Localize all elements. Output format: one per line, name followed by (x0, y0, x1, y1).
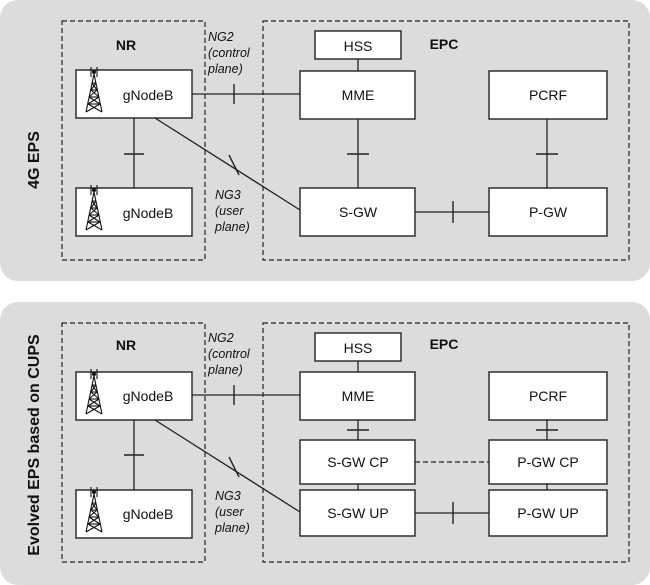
gnodeb-label: gNodeB (123, 506, 174, 522)
pgw-cp-label: P-GW CP (517, 454, 578, 470)
ng2-label: NG2 (control plane) (207, 331, 251, 377)
pgw-label: P-GW (529, 204, 568, 220)
mme-label: MME (342, 388, 375, 404)
gnodeb-bottom: gNodeB (75, 486, 193, 539)
sgw-label: S-GW (339, 204, 378, 220)
svg-text:plane): plane) (207, 363, 243, 377)
svg-text:plane): plane) (214, 220, 250, 234)
nr-region (61, 322, 206, 563)
svg-text:plane): plane) (214, 521, 250, 535)
pgw-box (488, 187, 608, 237)
panel-evolved-eps-cups: Evolved EPS based on CUPS NR EPC gNodeB (0, 302, 650, 585)
ng2-label: NG2 (control plane) (207, 30, 251, 76)
ng3-label: NG3 (user plane) (214, 489, 250, 535)
gnodeb-label: gNodeB (123, 388, 174, 404)
ng3-label: NG3 (user plane) (214, 188, 250, 234)
sgw-cp-label: S-GW CP (327, 454, 388, 470)
ng3-link (154, 419, 301, 513)
gnodeb-top: gNodeB (75, 66, 193, 119)
svg-text:(control: (control (208, 46, 251, 60)
svg-text:(user: (user (215, 204, 244, 218)
mme-label: MME (342, 87, 375, 103)
pcrf-label: PCRF (529, 388, 567, 404)
svg-text:NG3: NG3 (215, 188, 241, 202)
ng3-link (154, 117, 301, 211)
mme-box (299, 70, 416, 120)
epc-region (262, 322, 630, 563)
pgw-up-box (488, 489, 608, 537)
svg-text:plane): plane) (207, 62, 243, 76)
hss-label: HSS (344, 340, 373, 356)
epc-region (262, 20, 630, 261)
svg-text:(control: (control (208, 347, 251, 361)
epc-region-label: EPC (430, 36, 459, 52)
hss-box (314, 30, 402, 60)
gnodeb-label: gNodeB (123, 205, 174, 221)
hss-box (314, 332, 402, 362)
svg-text:NG2: NG2 (208, 30, 234, 44)
sgw-up-box (299, 489, 416, 537)
hss-label: HSS (344, 38, 373, 54)
nr-region-label: NR (116, 337, 136, 353)
pgw-cp-box (488, 439, 608, 485)
panel-4g-eps: 4G EPS NR EPC gNodeB gNodeB (0, 0, 650, 281)
sgw-up-label: S-GW UP (327, 505, 388, 521)
pgw-up-label: P-GW UP (517, 505, 578, 521)
svg-text:NG3: NG3 (215, 489, 241, 503)
nr-region-label: NR (116, 37, 136, 53)
svg-text:(user: (user (215, 505, 244, 519)
pcrf-label: PCRF (529, 87, 567, 103)
pcrf-box (488, 371, 608, 421)
gnodeb-label: gNodeB (123, 87, 174, 103)
panel-side-label: 4G EPS (26, 131, 43, 189)
panel-side-label: Evolved EPS based on CUPS (26, 334, 43, 556)
mme-box (299, 371, 416, 421)
pcrf-box (488, 70, 608, 120)
epc-region-label: EPC (430, 336, 459, 352)
nr-region (61, 20, 206, 261)
sgw-cp-box (299, 439, 416, 485)
gnodeb-bottom: gNodeB (75, 184, 193, 237)
sgw-box (299, 187, 416, 237)
svg-text:NG2: NG2 (208, 331, 234, 345)
gnodeb-top: gNodeB (75, 368, 193, 421)
